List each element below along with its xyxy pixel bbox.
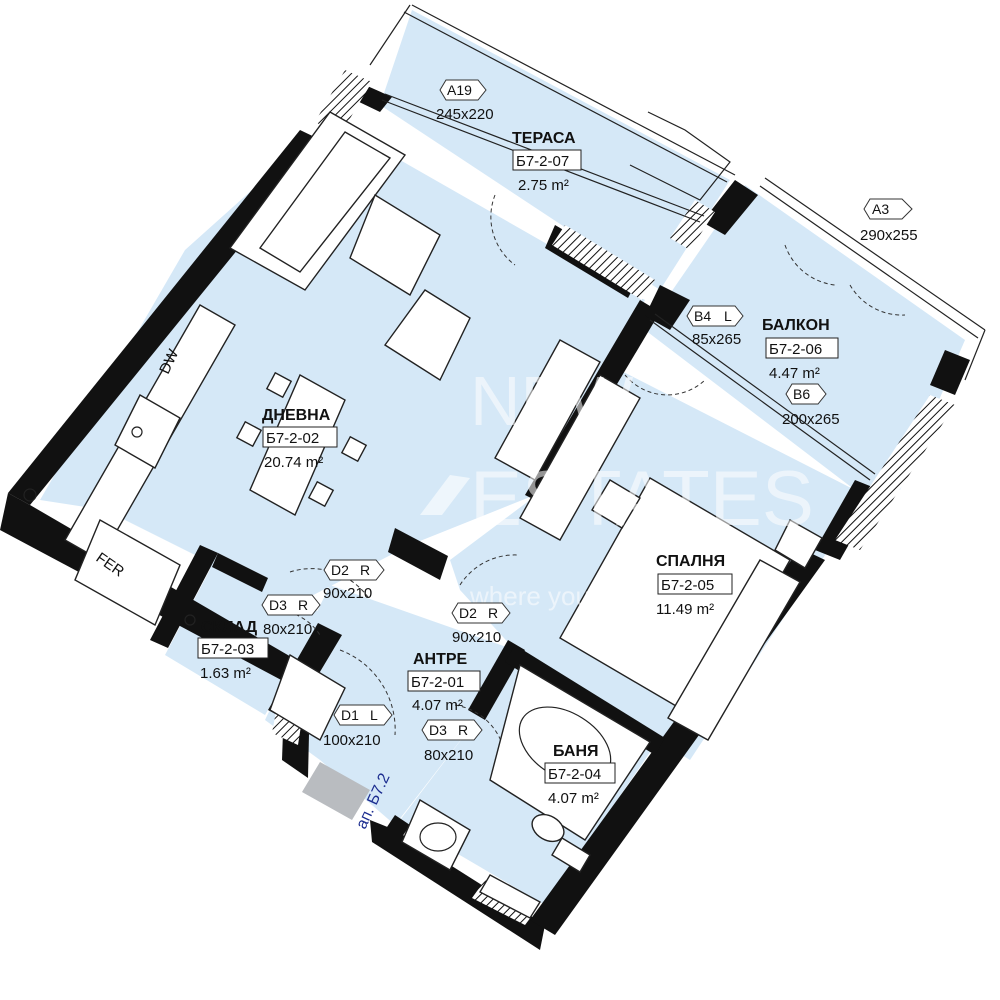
svg-text:D1: D1 — [341, 707, 359, 723]
opening-tag-d3-storage: D3 R 80x210 — [261, 594, 321, 638]
svg-text:100x210: 100x210 — [323, 732, 381, 749]
svg-text:R: R — [488, 605, 498, 621]
bathtub — [489, 663, 651, 841]
entrance-threshold — [302, 762, 370, 820]
svg-text:D2: D2 — [331, 562, 349, 578]
balcony-label: БАЛКОН Б7-2-06 4.47 m² — [762, 317, 839, 382]
bedroom-label: СПАЛНЯ Б7-2-05 11.49 m² — [656, 553, 733, 618]
svg-text:Б7-2-06: Б7-2-06 — [769, 341, 822, 358]
svg-text:R: R — [298, 597, 308, 613]
svg-text:2.75 m²: 2.75 m² — [518, 177, 569, 194]
svg-text:Б7-2-03: Б7-2-03 — [201, 641, 254, 658]
opening-tag-a19: A19 245x220 — [436, 79, 494, 123]
svg-text:ТЕРАСА: ТЕРАСА — [512, 130, 576, 147]
bathroom-label: БАНЯ Б7-2-04 4.07 m² — [544, 743, 616, 807]
sink — [114, 394, 181, 469]
svg-text:80x210: 80x210 — [424, 747, 473, 764]
wardrobe — [519, 374, 641, 541]
living-room-label: ДНЕВНА Б7-2-02 20.74 m² — [262, 407, 338, 471]
shoe-cabinet — [269, 653, 346, 741]
hall-label: АНТРЕ Б7-2-01 4.07 m² — [407, 651, 481, 714]
svg-text:ESTATES: ESTATES — [470, 454, 814, 542]
toilet — [531, 813, 565, 843]
terrace-label: ТЕРАСА Б7-2-07 2.75 m² — [512, 130, 582, 194]
svg-text:D3: D3 — [269, 597, 287, 613]
fridge — [74, 519, 181, 626]
svg-text:4.07 m²: 4.07 m² — [412, 697, 463, 714]
svg-text:90x210: 90x210 — [452, 629, 501, 646]
svg-text:L: L — [370, 707, 378, 723]
coffee-table-2 — [383, 289, 471, 382]
svg-text:Б7-2-04: Б7-2-04 — [548, 766, 601, 783]
svg-text:Б7-2-02: Б7-2-02 — [266, 430, 319, 447]
svg-text:4.07 m²: 4.07 m² — [548, 790, 599, 807]
svg-text:R: R — [458, 722, 468, 738]
svg-text:СПАЛНЯ: СПАЛНЯ — [656, 553, 725, 570]
watermark-logo — [420, 475, 470, 515]
svg-text:1.63 m²: 1.63 m² — [200, 665, 251, 682]
svg-text:ДНЕВНА: ДНЕВНА — [262, 407, 331, 424]
opening-tag-b4: B4 L 85x265 — [686, 305, 744, 348]
svg-text:245x220: 245x220 — [436, 106, 494, 123]
svg-text:Б7-2-07: Б7-2-07 — [516, 153, 569, 170]
svg-text:R: R — [360, 562, 370, 578]
svg-text:A3: A3 — [872, 201, 889, 217]
svg-text:4.47 m²: 4.47 m² — [769, 365, 820, 382]
opening-tag-d2-bedroom: D2 R 90x210 — [451, 602, 511, 646]
svg-text:БАЛКОН: БАЛКОН — [762, 317, 830, 334]
opening-tag-d3-bath: D3 R 80x210 — [421, 719, 483, 764]
opening-tag-a3: A3 290x255 — [860, 198, 918, 244]
svg-text:L: L — [724, 308, 732, 324]
svg-text:290x255: 290x255 — [860, 227, 918, 244]
tv-unit — [494, 339, 601, 481]
svg-text:90x210: 90x210 — [323, 585, 372, 602]
svg-text:B4: B4 — [694, 308, 711, 324]
svg-text:20.74 m²: 20.74 m² — [264, 454, 323, 471]
washbasin — [401, 798, 471, 871]
svg-text:АНТРЕ: АНТРЕ — [413, 651, 468, 668]
coffee-table-1 — [349, 193, 441, 296]
svg-text:80x210: 80x210 — [263, 621, 312, 638]
svg-text:85x265: 85x265 — [692, 331, 741, 348]
radiator — [479, 874, 541, 919]
svg-text:NEW: NEW — [470, 362, 633, 440]
door-swings — [274, 194, 906, 756]
svg-text:B6: B6 — [793, 386, 810, 402]
svg-text:D3: D3 — [429, 722, 447, 738]
opening-tag-d1-entrance: D1 L 100x210 — [323, 704, 393, 749]
svg-text:200x265: 200x265 — [782, 411, 840, 428]
svg-text:Б7-2-01: Б7-2-01 — [411, 674, 464, 691]
opening-tag-b6: B6 200x265 — [782, 383, 840, 428]
svg-text:D2: D2 — [459, 605, 477, 621]
svg-text:A19: A19 — [447, 82, 472, 98]
opening-tag-d2-living: D2 R 90x210 — [323, 559, 385, 602]
svg-text:Б7-2-05: Б7-2-05 — [661, 577, 714, 594]
svg-text:11.49 m²: 11.49 m² — [656, 601, 714, 618]
furniture — [23, 111, 823, 919]
storage-label: СКЛАД Б7-2-03 1.63 m² — [197, 619, 269, 682]
svg-text:СКЛАД: СКЛАД — [201, 619, 258, 636]
svg-text:БАНЯ: БАНЯ — [553, 743, 599, 760]
living-room-floor — [40, 120, 645, 620]
